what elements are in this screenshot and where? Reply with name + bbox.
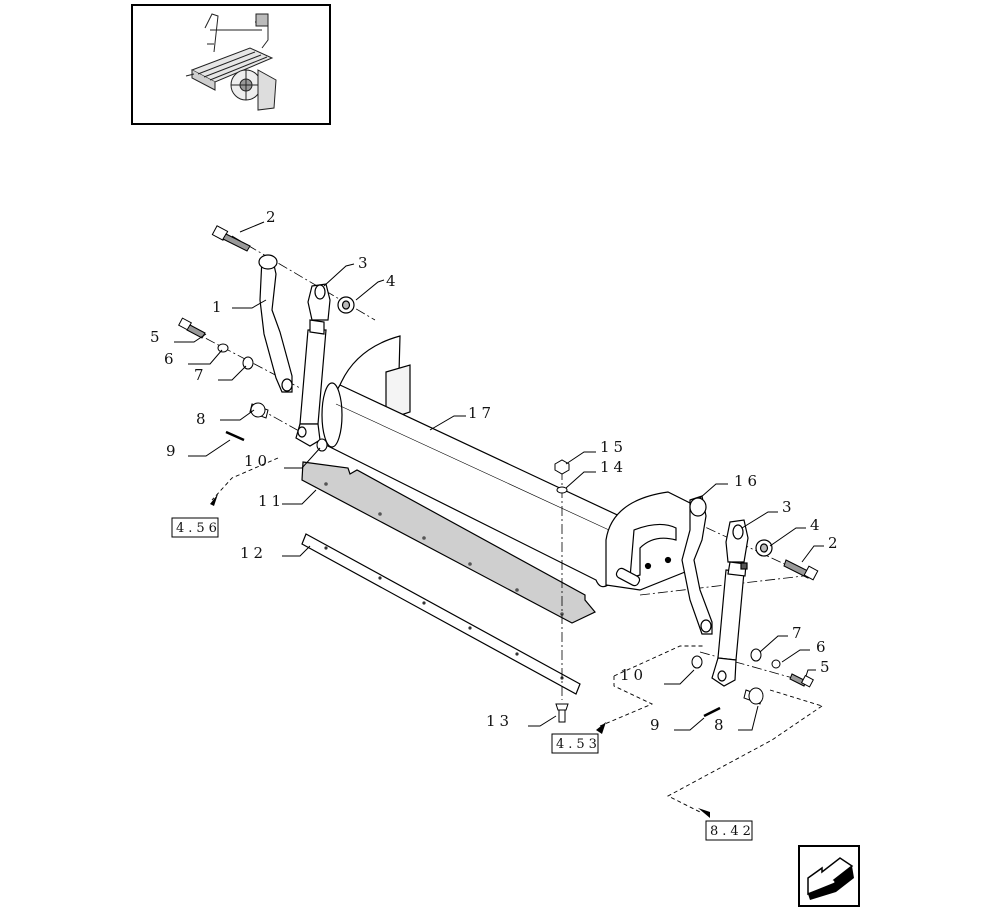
nut-15 — [554, 459, 570, 475]
callout-3-right: 3 — [782, 498, 796, 516]
right-fasteners — [554, 459, 819, 723]
callout-14: 14 — [600, 458, 627, 476]
right-lever-assembly — [681, 495, 773, 687]
callout-5-right: 5 — [820, 658, 834, 676]
left-pin-8 — [249, 402, 269, 419]
callout-17: 17 — [468, 404, 495, 422]
right-bushing-7 — [750, 648, 762, 662]
callout-3: 3 — [358, 254, 372, 272]
right-split-pin-9 — [703, 706, 721, 718]
callout-12: 12 — [240, 544, 267, 562]
wear-strip — [301, 533, 581, 695]
machine-overview-thumbnail — [131, 4, 331, 125]
callout-15: 15 — [600, 438, 627, 456]
callout-6: 6 — [164, 350, 178, 368]
ref-box-4-53[interactable]: 4.53 — [551, 733, 601, 754]
left-pivot-arm — [259, 255, 293, 393]
ref-label-8-42: 8.42 — [710, 824, 755, 839]
left-bolt-2 — [211, 225, 251, 252]
screw-13 — [555, 703, 569, 723]
washer-14 — [556, 486, 568, 494]
callout-13: 13 — [486, 712, 513, 730]
callout-labels: 2 1 3 4 5 6 7 8 9 10 11 12 17 15 14 16 3… — [150, 208, 842, 734]
callout-11: 11 — [258, 492, 285, 510]
ref-box-8-42[interactable]: 8.42 — [705, 820, 755, 841]
left-fasteners — [178, 225, 328, 452]
callout-2-right: 2 — [828, 534, 842, 552]
reference-boundaries — [211, 457, 823, 813]
callout-9-right: 9 — [650, 716, 664, 734]
right-pivot-arm — [681, 495, 713, 635]
callout-8-right: 8 — [714, 716, 728, 734]
reference-arrowheads — [210, 494, 710, 818]
ref-label-4-53: 4.53 — [556, 737, 601, 752]
callout-16: 16 — [734, 472, 761, 490]
right-bolt-5 — [789, 673, 814, 688]
left-bolt-5 — [178, 317, 206, 339]
right-bolt-2 — [783, 559, 819, 581]
left-lever-assembly — [258, 254, 355, 447]
ref-box-4-56[interactable]: 4.56 — [171, 517, 221, 538]
callout-10: 10 — [244, 452, 271, 470]
right-pin-8 — [743, 687, 764, 705]
previous-page-arrow-icon[interactable] — [798, 845, 860, 907]
callout-1: 1 — [212, 298, 226, 316]
leader-lines — [174, 221, 824, 731]
left-split-pin-9 — [225, 430, 245, 442]
callout-7-right: 7 — [792, 624, 806, 642]
callout-10-right: 10 — [620, 666, 647, 684]
right-washer-6 — [771, 659, 781, 669]
callout-5: 5 — [150, 328, 164, 346]
callout-4-right: 4 — [810, 516, 824, 534]
callout-9: 9 — [166, 442, 180, 460]
callout-4: 4 — [386, 272, 400, 290]
cover-plate — [301, 461, 596, 624]
left-washer-6 — [217, 343, 229, 353]
callout-8: 8 — [196, 410, 210, 428]
right-hydraulic-cylinder — [717, 569, 745, 661]
right-washer-10 — [691, 655, 703, 669]
callout-6-right: 6 — [816, 638, 830, 656]
callout-2: 2 — [266, 208, 280, 226]
ref-label-4-56: 4.56 — [176, 521, 221, 536]
callout-7: 7 — [194, 366, 208, 384]
drum-assembly — [321, 335, 693, 591]
